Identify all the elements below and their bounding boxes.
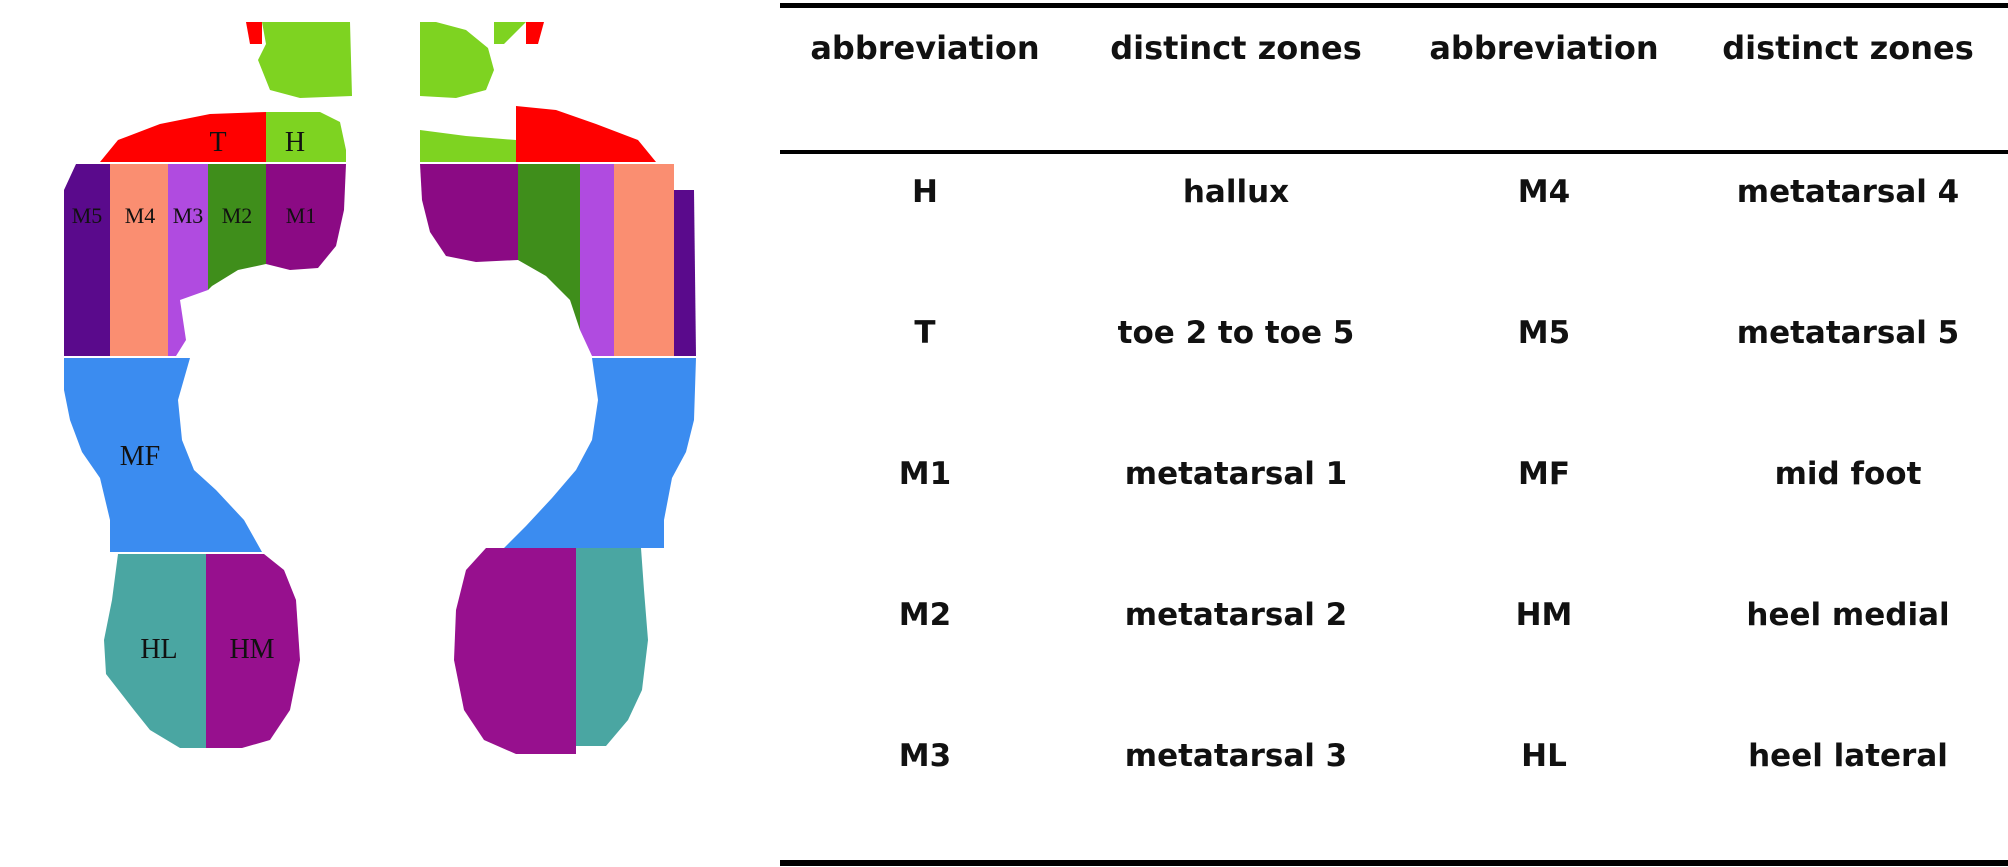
- right-foot-zone-M1: [420, 164, 518, 262]
- right-foot-toe-tip-green-2: [420, 22, 494, 98]
- zone-label-M5: M5: [72, 203, 103, 228]
- table-cell: metatarsal 5: [1736, 315, 1960, 351]
- left-foot-zone-HL: [104, 554, 206, 748]
- right-foot-zone-M2: [518, 164, 580, 330]
- table-bottom-rule: [780, 860, 2008, 866]
- table-cell: M1: [898, 456, 952, 492]
- table-cell: HM: [1515, 597, 1573, 633]
- header-abbreviation-2: abbreviation: [1429, 29, 1659, 67]
- zone-label-M4: M4: [125, 203, 156, 228]
- right-foot-zone-M3: [580, 164, 614, 356]
- right-foot-zone-M4: [614, 164, 674, 356]
- right-foot-zone-HM: [454, 548, 576, 754]
- header-abbreviation-1: abbreviation: [810, 29, 1040, 67]
- zone-label-T: T: [209, 127, 226, 158]
- zone-label-MF: MF: [120, 441, 160, 472]
- table-cell: T: [914, 315, 936, 351]
- zone-label-M3: M3: [173, 203, 204, 228]
- zone-label-HL: HL: [140, 634, 177, 665]
- table-cell: toe 2 to toe 5: [1117, 315, 1355, 351]
- table-cell: mid foot: [1774, 456, 1922, 492]
- zone-label-HM: HM: [229, 634, 274, 665]
- left-foot-zone-HM: [206, 554, 300, 748]
- table-cell: metatarsal 2: [1124, 597, 1348, 633]
- table-header-rule: [780, 150, 2008, 154]
- left-foot-zone-T: [100, 112, 266, 162]
- table-cell: HL: [1521, 738, 1567, 774]
- left-foot-zone-H: [266, 112, 346, 162]
- zone-label-H: H: [285, 127, 305, 158]
- right-foot-zone-H: [420, 130, 516, 162]
- right-foot: [420, 22, 696, 754]
- left-foot-zone-M4: [110, 164, 168, 356]
- left-foot-zone-M5: [64, 164, 110, 356]
- table-top-rule: [780, 3, 2008, 8]
- left-foot-zone-M2: [208, 164, 266, 290]
- left-foot-zone-M3: [168, 164, 208, 356]
- table-cell: metatarsal 1: [1124, 456, 1348, 492]
- table-cell: heel medial: [1746, 597, 1950, 633]
- right-foot-zone-T: [516, 106, 656, 162]
- table-cell: M3: [898, 738, 952, 774]
- zone-label-M1: M1: [286, 203, 317, 228]
- table-cell: hallux: [1182, 174, 1290, 210]
- table-cell: M2: [898, 597, 952, 633]
- left-foot-hallux-tip: [258, 22, 352, 98]
- left-foot-toe-tip-red: [246, 22, 262, 44]
- header-distinct-zones-2: distinct zones: [1722, 29, 1974, 67]
- table-cell: metatarsal 3: [1124, 738, 1348, 774]
- left-foot-zone-M1: [266, 164, 346, 270]
- table-cell: MF: [1517, 456, 1571, 492]
- left-foot: T H M5 M4 M3 M2 M1 MF HL HM: [64, 22, 352, 748]
- left-foot-zone-MF: [64, 358, 262, 552]
- right-foot-toe-tip-red: [526, 22, 544, 44]
- header-distinct-zones-1: distinct zones: [1110, 29, 1362, 67]
- table-cell: H: [912, 174, 938, 210]
- table-cell: metatarsal 4: [1736, 174, 1960, 210]
- table-cell: heel lateral: [1748, 738, 1948, 774]
- right-foot-zone-HL: [576, 548, 648, 746]
- right-foot-zone-MF: [504, 358, 696, 548]
- table-cell: M5: [1517, 315, 1571, 351]
- foot-zone-diagram: T H M5 M4 M3 M2 M1 MF HL HM: [64, 22, 696, 754]
- right-foot-hallux-tip: [494, 22, 526, 44]
- zone-abbreviation-table: abbreviation distinct zones abbreviation…: [780, 0, 2008, 867]
- zone-label-M2: M2: [222, 203, 253, 228]
- right-foot-zone-M5: [674, 190, 696, 356]
- table-cell: M4: [1517, 174, 1571, 210]
